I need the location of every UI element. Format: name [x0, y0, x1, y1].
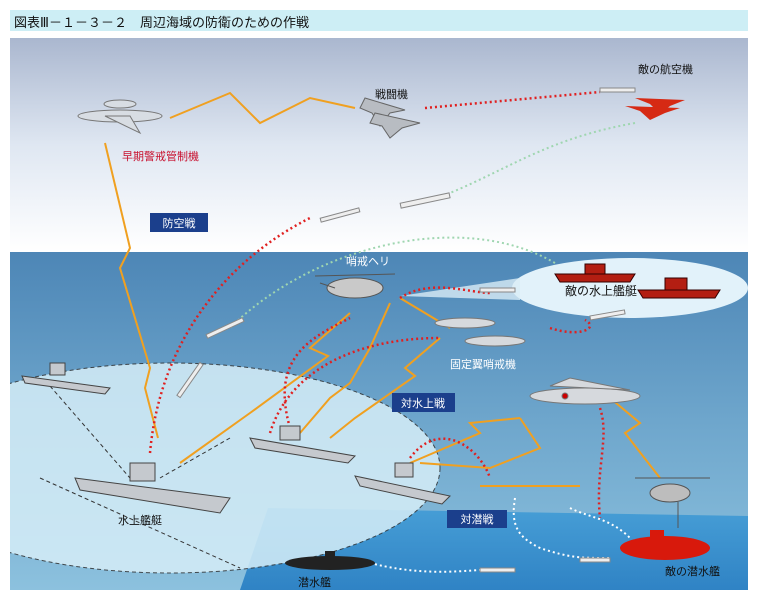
attack-paths — [148, 90, 605, 519]
figure-title-bar: 図表Ⅲ－１－３－２ 周辺海域の防衛のための作戦 — [10, 10, 748, 31]
patrol-helicopter-icon — [314, 273, 396, 299]
enemy-ships-zone — [512, 258, 748, 318]
air-defense-badge: 防空戦 — [150, 213, 208, 232]
fighter-jets-icon — [359, 97, 421, 139]
label-patrol-plane: 固定翼哨戒機 — [450, 357, 516, 371]
sky — [10, 38, 748, 252]
label-submarine: 潜水艦 — [298, 575, 331, 589]
missile-icons — [176, 87, 636, 573]
anti-submarine-label: 対潜戦 — [461, 512, 494, 526]
enemy-missile-paths — [229, 122, 636, 329]
zone-lines — [39, 385, 241, 569]
label-awacs: 早期警戒管制機 — [122, 149, 199, 163]
label-surface-ship: 水上艦艇 — [118, 513, 162, 527]
label-enemy-aircraft: 敵の航空機 — [638, 62, 693, 76]
patrol-aircraft-icon — [434, 317, 641, 405]
label-enemy-ships: 敵の水上艦艇 — [565, 283, 637, 298]
diagram-canvas: 戦闘機 敵の航空機 早期警戒管制機 哨戒ヘリ 敵の水上艦艇 固定翼哨戒機 水上艦… — [0, 38, 748, 590]
submarine-icon — [285, 551, 375, 570]
anti-surface-label: 対水上戦 — [401, 396, 445, 410]
air-defense-label: 防空戦 — [163, 216, 196, 230]
diagram: 戦闘機 敵の航空機 早期警戒管制機 哨戒ヘリ 敵の水上艦艇 固定翼哨戒機 水上艦… — [0, 38, 748, 590]
awacs-aircraft-icon — [77, 99, 163, 135]
anti-surface-badge: 対水上戦 — [392, 393, 455, 412]
enemy-aircraft-icon — [625, 98, 685, 120]
enemy-submarine-icon — [620, 530, 710, 560]
figure-title: 図表Ⅲ－１－３－２ 周辺海域の防衛のための作戦 — [14, 16, 309, 31]
label-patrol-heli: 哨戒ヘリ — [346, 255, 390, 268]
enemy-ships-icon — [554, 263, 721, 299]
label-fighter: 戦闘機 — [375, 87, 408, 101]
anti-submarine-badge: 対潜戦 — [447, 510, 507, 528]
defense-zone — [0, 362, 441, 574]
asw-helicopter-icon — [635, 477, 710, 528]
communication-arrows — [104, 91, 661, 487]
label-enemy-sub: 敵の潜水艦 — [665, 564, 720, 578]
surface-ships-icon — [21, 362, 452, 514]
